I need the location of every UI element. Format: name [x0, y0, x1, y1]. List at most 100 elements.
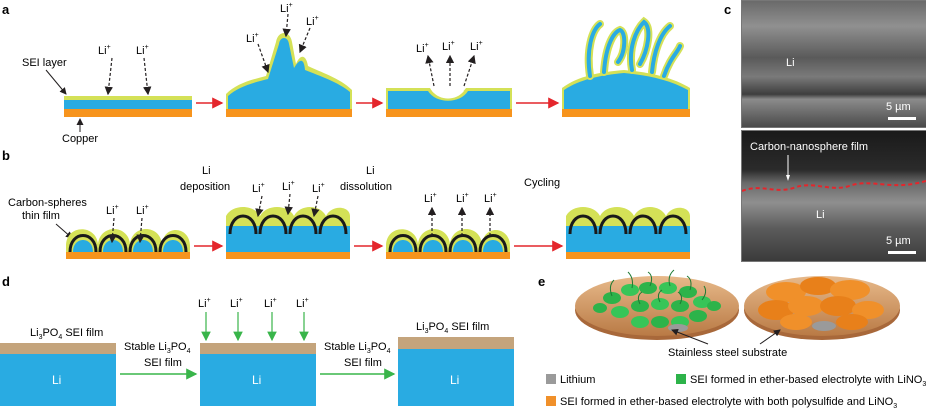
- copper-substrate: [386, 252, 510, 259]
- li-ion-label: Li+: [230, 297, 243, 310]
- li-ion-label: Li+: [136, 44, 149, 57]
- li-ion-label: Li+: [106, 204, 119, 217]
- scale-bar-label: 5 µm: [886, 235, 911, 247]
- li-ion-arrow: [463, 54, 476, 87]
- sei-layer-label: SEI layer: [22, 57, 67, 69]
- exposed-lithium: [812, 321, 836, 331]
- scale-bar: [888, 251, 916, 254]
- li-ion-label: Li+: [198, 297, 211, 310]
- li-ion-arrow: [255, 195, 264, 218]
- li-ion-arrow: [136, 217, 145, 244]
- li-ion-arrow: [284, 193, 293, 216]
- li-ion-label: Li+: [484, 192, 497, 205]
- li-ion-label: Li+: [246, 32, 259, 45]
- cycling-label: Cycling: [524, 177, 560, 189]
- panel-label-b: b: [2, 148, 10, 163]
- orange-sei-grains: [758, 277, 884, 330]
- carbon-sphere-shells: [568, 214, 688, 235]
- lithium-fill: [393, 240, 503, 252]
- substrate-pointer: [671, 328, 709, 345]
- li-ion-arrow: [257, 43, 270, 74]
- sei-fibers: [609, 269, 707, 305]
- copper-substrate: [386, 109, 512, 117]
- stable-film-label: Stable Li3PO4 SEI film: [124, 341, 194, 369]
- sei-layer: [386, 229, 510, 252]
- li3po4-film: [398, 337, 514, 349]
- sem-image-bottom: Carbon-nanosphere film Li 5 µm: [741, 130, 926, 262]
- li-ion-label: Li+: [306, 15, 319, 28]
- substrate-label: Stainless steel substrate: [668, 347, 787, 359]
- li-ion-label: Li+: [456, 192, 469, 205]
- legend-label-lithium: Lithium: [560, 374, 595, 386]
- carbon-sphere-shells: [388, 234, 508, 253]
- lithium-block-label: Li: [252, 373, 261, 387]
- panel-label-a: a: [2, 2, 10, 17]
- sei-layer: [64, 96, 192, 100]
- li-ion-label: Li+: [98, 44, 111, 57]
- li-ion-label: Li+: [442, 40, 455, 53]
- li3po4-film-label: Li3PO4 SEI film: [416, 321, 489, 335]
- copper-label: Copper: [62, 133, 98, 145]
- lithium-layer: [388, 91, 510, 109]
- carbon-spheres-label: Carbon-spheres thin film: [8, 197, 90, 222]
- sei-pointer: [45, 69, 67, 95]
- carbon-film-trace: [742, 155, 926, 192]
- legend-swatch-orange-sei: [546, 396, 556, 406]
- sem-caption: Carbon-nanosphere film: [750, 141, 869, 153]
- li-ion-label: Li+: [136, 204, 149, 217]
- scale-bar: [888, 117, 916, 120]
- legend-swatch-lithium: [546, 374, 556, 384]
- li-ion-label: Li+: [312, 182, 325, 195]
- dissolution-label: Li dissolution: [340, 165, 392, 193]
- li-ion-label: Li+: [424, 192, 437, 205]
- legend-label-green-sei: SEI formed in ether-based electrolyte wi…: [690, 374, 926, 388]
- legend-swatch-green-sei: [676, 374, 686, 384]
- panel-d: Li Li3PO4 SEI film Stable Li3PO4 SEI fil…: [0, 297, 514, 406]
- li-ion-label: Li+: [264, 297, 277, 310]
- carbon-sphere-shells: [228, 214, 348, 235]
- pit-void: [432, 91, 464, 99]
- copper-substrate: [66, 252, 190, 259]
- li-ion-arrow: [143, 57, 152, 96]
- li-ion-label: Li+: [296, 297, 309, 310]
- li3po4-film: [200, 343, 316, 354]
- lithium-block: [398, 349, 514, 406]
- li-ion-label: Li+: [282, 180, 295, 193]
- li-ion-label: Li+: [470, 40, 483, 53]
- substrate-pointer: [759, 329, 781, 345]
- lithium-layer: [566, 226, 690, 252]
- copper-substrate: [566, 252, 690, 259]
- exposed-lithium: [668, 324, 688, 332]
- sem-image-top: Li 5 µm: [741, 0, 926, 128]
- scale-bar-label: 5 µm: [886, 101, 911, 113]
- mossy-dendrites: [584, 16, 684, 80]
- panel-label-d: d: [2, 274, 10, 289]
- li-ion-label: Li+: [416, 42, 429, 55]
- li-ion-label: Li+: [280, 2, 293, 15]
- copper-substrate: [64, 109, 192, 117]
- legend-label-orange-sei: SEI formed in ether-based electrolyte wi…: [560, 396, 897, 410]
- lithium-block-label: Li: [450, 373, 459, 387]
- lithium-layer: [226, 226, 350, 252]
- li-ion-arrow: [104, 57, 113, 96]
- copper-substrate: [226, 252, 350, 259]
- sei-layer: [566, 207, 690, 226]
- copper-substrate: [226, 109, 352, 117]
- lithium-layer: [564, 73, 688, 109]
- lithium-block: [0, 354, 116, 406]
- deposition-label: Li deposition: [180, 165, 230, 193]
- sei-layer: [66, 229, 190, 252]
- panel-e: Stainless steel substrate Lithium SEI fo…: [546, 269, 926, 410]
- li-ion-arrow: [311, 195, 320, 218]
- green-sei-particles: [593, 282, 721, 328]
- lithium-layer: [228, 38, 350, 109]
- lithium-layer: [64, 99, 192, 109]
- panel-label-e: e: [538, 274, 545, 289]
- lithium-block-label: Li: [52, 373, 61, 387]
- panel-a: Li+ Li+ SEI layer Copper Li+ Li+ Li+ Li+…: [22, 2, 690, 145]
- li-ion-label: Li+: [252, 182, 265, 195]
- li3po4-film: [0, 343, 116, 354]
- panel-label-c: c: [724, 2, 731, 17]
- stable-film-label: Stable Li3PO4 SEI film: [324, 341, 394, 369]
